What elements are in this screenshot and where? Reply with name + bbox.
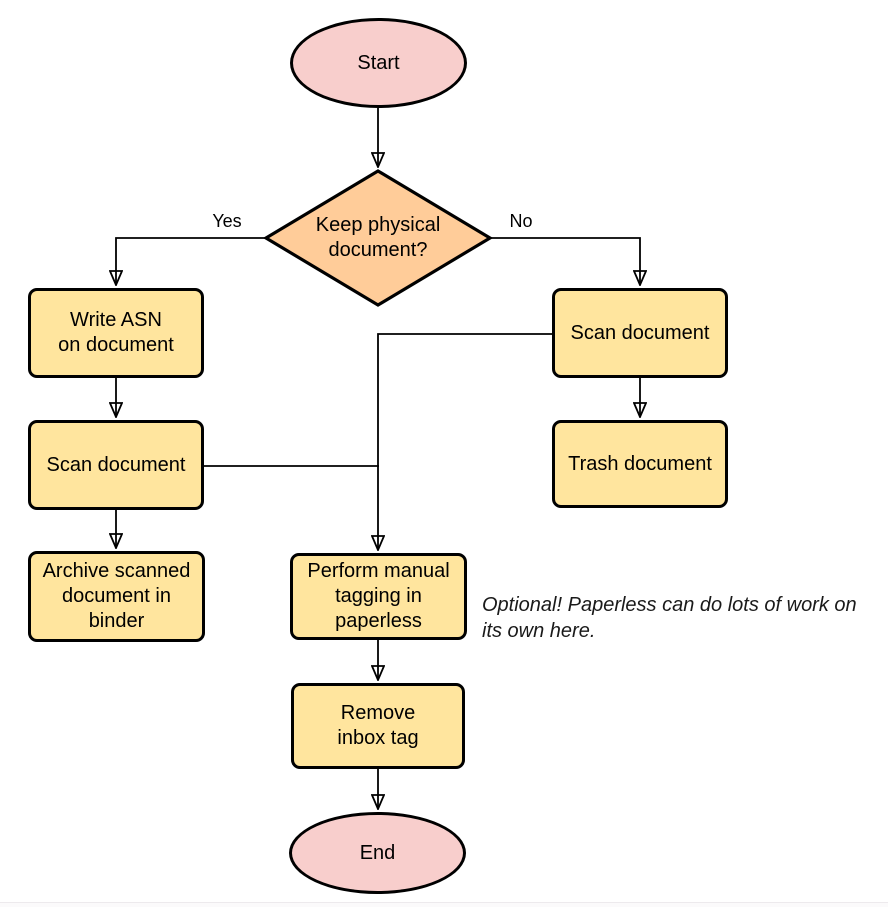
node-tagging-label: Perform manual tagging in paperless: [307, 560, 450, 632]
edge-label-yes: Yes: [212, 211, 242, 231]
edge-scanright-to-tagging: [378, 333, 552, 550]
node-archive-label: Archive scanned document in binder: [42, 560, 191, 632]
node-trash-label: Trash document: [568, 452, 712, 475]
node-remove-inbox: Remove inbox tag: [291, 683, 465, 769]
node-archive: Archive scanned document in binder: [28, 551, 205, 642]
bottom-edge-divider: [0, 902, 888, 907]
node-start: Start: [290, 18, 467, 108]
node-remove-inbox-label: Remove inbox tag: [337, 702, 419, 749]
node-scan-left-label: Scan document: [46, 453, 186, 476]
decision-diamond-shape: [262, 169, 494, 307]
node-write-asn: Write ASN on document: [28, 288, 204, 378]
node-decision-label: Keep physical document?: [315, 214, 441, 261]
node-end: End: [289, 812, 466, 894]
node-end-label: End: [359, 841, 396, 864]
node-scan-right-label: Scan document: [570, 321, 710, 344]
node-scan-right: Scan document: [552, 288, 728, 378]
edge-decision-no: [490, 237, 640, 285]
node-write-asn-label: Write ASN on document: [58, 309, 174, 356]
node-scan-left: Scan document: [28, 420, 204, 510]
node-trash: Trash document: [552, 420, 728, 508]
node-tagging: Perform manual tagging in paperless: [290, 553, 467, 640]
annotation-optional: Optional! Paperless can do lots of work …: [482, 594, 857, 642]
edge-decision-yes: [116, 237, 266, 285]
node-start-label: Start: [357, 51, 400, 74]
edge-label-no: No: [509, 211, 533, 231]
